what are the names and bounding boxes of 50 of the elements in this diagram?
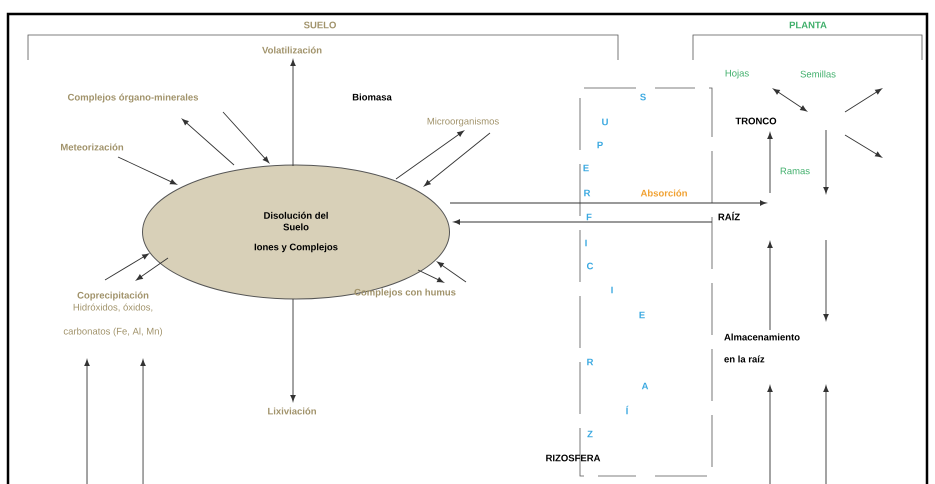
section-title: SUELO [304,22,336,28]
arrow [437,262,466,282]
letter: P [597,142,603,148]
edge-label: Absorción [640,188,688,198]
process-label: Microorganismos [428,118,499,126]
arrow [767,385,773,484]
arrow [290,298,296,402]
arrow [222,112,270,164]
arrow [396,130,464,180]
zone-label: RIZOSFERA [546,454,600,462]
letter: Í [626,406,629,414]
arrow [823,385,829,484]
letter: I [585,240,587,246]
process-label: Complejos órgano-minerales [68,94,198,102]
arrow [450,200,767,206]
letter: I [611,286,613,294]
arrow [767,241,773,330]
arrow [118,156,177,185]
arrow [182,118,234,166]
biomass-label: Biomasa [352,94,392,100]
arrow [767,132,773,194]
arrow [84,359,90,484]
process-label: RAÍZ [718,212,740,220]
process-label: Volatilización [262,46,322,54]
letter: A [642,382,648,390]
process-label: Meteorización [60,143,124,151]
storage-label: Almacenamiento en la raíz [724,334,800,362]
letter: S [640,94,646,100]
plant-part-label: Semillas [800,70,836,78]
letter: C [586,262,594,270]
plant-part-label: Hojas [726,70,749,78]
process-label: TRONCO [736,118,776,124]
letter: R [587,358,594,366]
arrow [823,240,829,321]
letter: U [602,118,608,126]
arrow [140,359,146,484]
arrow [136,258,168,280]
letter: E [583,164,589,172]
letter: R [584,190,590,196]
process-label: Lixiviación [268,407,316,415]
letter: Z [587,430,593,438]
arrow [104,254,149,280]
arrow [453,219,712,225]
letter: E [639,312,645,318]
letter: F [586,214,592,220]
section-title: PLANTA [790,22,827,28]
arrow [290,59,296,166]
arrow [418,270,444,283]
plant-part-label: Ramas [780,168,810,174]
arrow [424,132,490,186]
